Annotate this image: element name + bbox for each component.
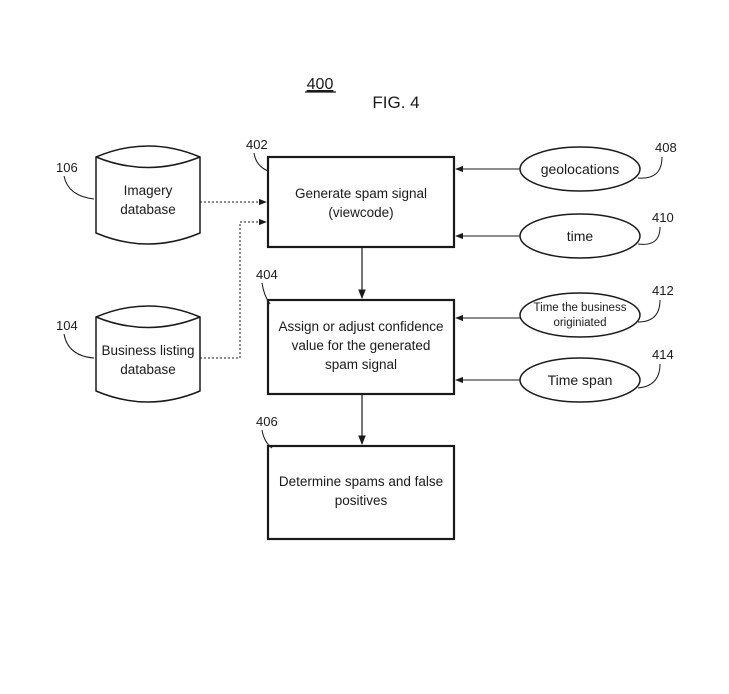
business-origin-ref-leader [637,299,661,323]
time-ref-leader [637,226,661,245]
business-to-generate-arrow [200,218,267,359]
geolocations-ref-leader [637,156,663,179]
time-span-label: Time span [548,372,613,388]
generate-spam-signal-box [266,155,456,249]
time-span-ref-leader [637,363,661,389]
determine-box-label-2: positives [335,493,388,508]
assign-box-ref: 404 [256,267,278,282]
assign-box-label-2: value for the generated [292,338,431,353]
business-database-ref: 104 [56,318,78,333]
business-origin-ref: 412 [652,283,674,298]
geolocations-label: geolocations [541,161,620,177]
business-listing-database: Business listing database [95,305,201,403]
generate-box-ref-leader [253,152,269,172]
imagery-database: Imagery database [95,145,201,245]
assign-confidence-box [266,298,456,396]
assign-box-label-3: spam signal [325,357,397,372]
generate-box-label-1: Generate spam signal [295,186,427,201]
generate-box-ref: 402 [246,137,268,152]
imagery-database-ref: 106 [56,160,78,175]
figure-label: FIG. 4 [372,93,419,112]
business-origin-label-1: Time the business [534,302,627,314]
time-ref: 410 [652,210,674,225]
determine-box-ref-leader [261,429,273,449]
determine-box-ref: 406 [256,414,278,429]
business-database-label-2: database [120,362,176,377]
business-database-label-1: Business listing [101,343,194,358]
figure-number: 400 [307,76,334,93]
imagery-database-ref-leader [63,175,95,200]
business-origin-label-2: originiated [553,317,606,329]
determine-spams-box [266,444,456,541]
geolocations-ref: 408 [655,140,677,155]
imagery-database-label-2: database [120,202,176,217]
time-span-ref: 414 [652,347,674,362]
generate-box-label-2: (viewcode) [328,205,393,220]
business-database-ref-leader [63,333,95,359]
assign-box-ref-leader [261,282,271,305]
assign-box-label-1: Assign or adjust confidence [278,319,443,334]
time-label: time [567,228,594,244]
imagery-database-label-1: Imagery [124,183,173,198]
business-origin-time-oval [519,292,641,338]
determine-box-label-1: Determine spams and false [279,474,443,489]
